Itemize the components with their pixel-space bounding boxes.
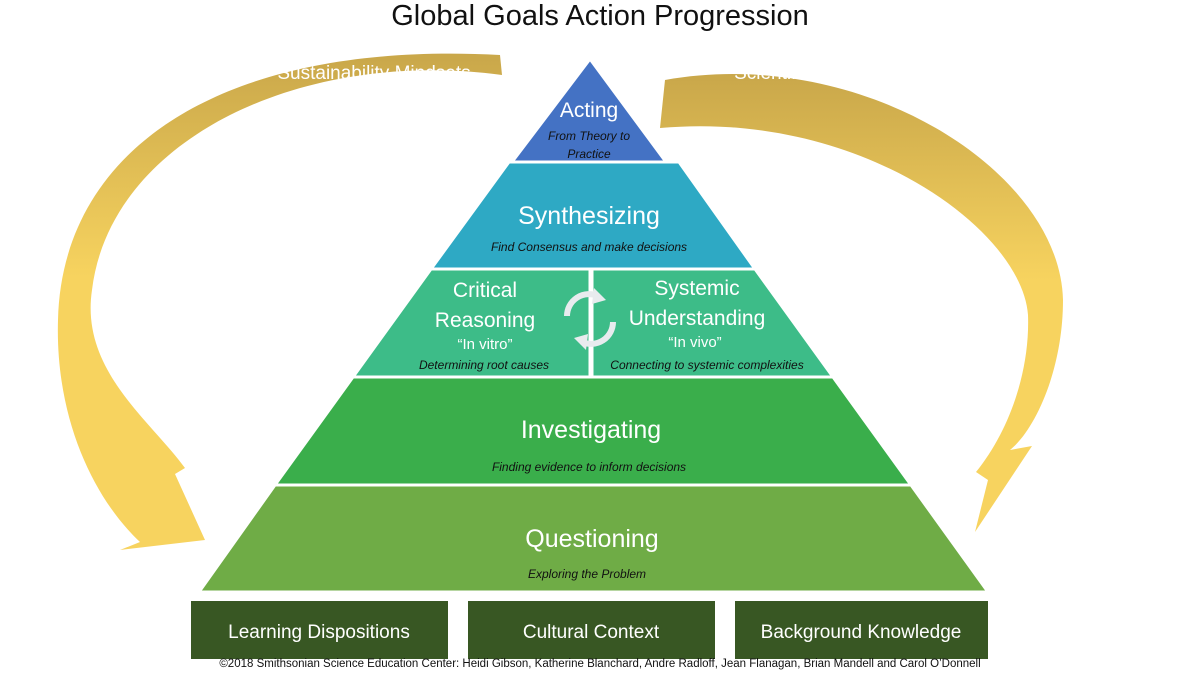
investigating-subtitle: Finding evidence to inform decisions xyxy=(492,460,686,474)
synthesizing-label: Synthesizing xyxy=(518,202,660,230)
diagram-title: Global Goals Action Progression xyxy=(391,0,809,32)
tier-acting xyxy=(508,56,669,164)
questioning-label: Questioning xyxy=(525,525,658,553)
acting-subtitle-line2: Practice xyxy=(567,147,611,161)
right-arc-arrow xyxy=(660,74,1063,533)
acting-subtitle-line1: From Theory to xyxy=(548,129,630,143)
questioning-subtitle: Exploring the Problem xyxy=(528,567,646,581)
foundation-box-cultural-context xyxy=(468,601,715,659)
acting-label: Acting xyxy=(560,99,618,122)
copyright-credit: ©2018 Smithsonian Science Education Cent… xyxy=(219,658,981,670)
foundation-label-cultural-context: Cultural Context xyxy=(523,622,660,643)
cycle-arrows-icon xyxy=(564,288,616,350)
right-arc-label: Scientific Literacy xyxy=(734,63,882,84)
systemic-quote: “In vivo” xyxy=(668,334,721,351)
systemic-label-line2: Understanding xyxy=(629,307,766,330)
foundation-box-learning-dispositions xyxy=(191,601,448,659)
foundation-box-background-knowledge xyxy=(735,601,988,659)
investigating-label: Investigating xyxy=(521,416,661,444)
critical-quote: “In vitro” xyxy=(457,336,512,353)
synthesizing-subtitle: Find Consensus and make decisions xyxy=(491,240,687,254)
systemic-label-line1: Systemic xyxy=(654,277,739,300)
critical-label-line2: Reasoning xyxy=(435,309,535,332)
critical-subtitle: Determining root causes xyxy=(419,358,549,372)
critical-label-line1: Critical xyxy=(453,279,517,302)
foundation-label-background-knowledge: Background Knowledge xyxy=(761,622,962,643)
foundation-label-learning-dispositions: Learning Dispositions xyxy=(228,622,410,643)
systemic-subtitle: Connecting to systemic complexities xyxy=(610,358,803,372)
left-arc-label: Sustainability Mindsets xyxy=(277,63,470,84)
